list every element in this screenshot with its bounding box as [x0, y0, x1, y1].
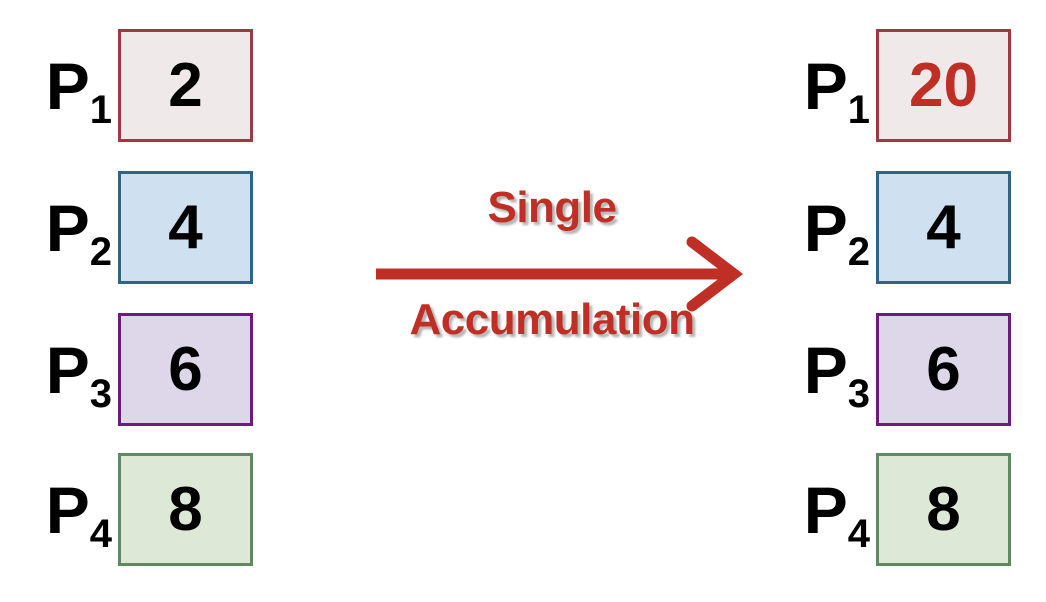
after-row-1-box[interactable]: 20 [876, 29, 1011, 142]
after-row-2-label-text: P [803, 190, 848, 265]
after-row-1-label-subscript: 1 [847, 87, 870, 132]
after-row-2-label-subscript: 2 [847, 229, 870, 274]
after-row-1-value: 20 [909, 50, 978, 120]
before-row-3-box[interactable]: 6 [118, 313, 253, 426]
before-row-4: P4 8 [10, 452, 310, 567]
before-row-1-label-text: P [45, 48, 90, 123]
before-row-1-label: P1 [10, 53, 118, 130]
before-row-1: P1 2 [10, 28, 310, 143]
before-row-2: P2 4 [10, 170, 310, 285]
after-row-4-label: P4 [768, 477, 876, 554]
before-row-3: P3 6 [10, 312, 310, 427]
before-row-2-box[interactable]: 4 [118, 171, 253, 284]
transition-label-line-2: Accumulation [409, 295, 695, 344]
before-row-2-label-text: P [45, 190, 90, 265]
before-row-2-value: 4 [168, 192, 203, 262]
after-row-2: P2 4 [768, 170, 1046, 285]
after-row-3-label-text: P [803, 332, 848, 407]
before-row-3-label: P3 [10, 337, 118, 414]
transition-group: Single Accumulation [352, 186, 752, 356]
after-row-1-label: P1 [768, 53, 876, 130]
after-row-4-value: 8 [926, 474, 961, 544]
transition-label-line-1: Single [487, 183, 617, 232]
before-row-4-value: 8 [168, 474, 203, 544]
right-arrow-icon [376, 236, 744, 312]
after-row-2-label: P2 [768, 195, 876, 272]
before-column: P1 2 P2 4 P3 6 P4 8 [10, 0, 310, 602]
after-row-2-box[interactable]: 4 [876, 171, 1011, 284]
after-row-1: P1 20 [768, 28, 1046, 143]
before-row-1-value: 2 [168, 50, 203, 120]
after-row-2-value: 4 [926, 192, 961, 262]
after-row-1-label-text: P [803, 48, 848, 123]
after-row-4-label-subscript: 4 [847, 511, 870, 556]
after-row-3-box[interactable]: 6 [876, 313, 1011, 426]
after-column: P1 20 P2 4 P3 6 P4 8 [768, 0, 1046, 602]
before-row-3-label-subscript: 3 [89, 371, 112, 416]
before-row-3-label-text: P [45, 332, 90, 407]
before-row-4-label-text: P [45, 472, 90, 547]
before-row-4-box[interactable]: 8 [118, 453, 253, 566]
before-row-4-label: P4 [10, 477, 118, 554]
after-row-3-value: 6 [926, 334, 961, 404]
after-row-3-label: P3 [768, 337, 876, 414]
before-row-1-box[interactable]: 2 [118, 29, 253, 142]
after-row-4: P4 8 [768, 452, 1046, 567]
before-row-1-label-subscript: 1 [89, 87, 112, 132]
after-row-3-label-subscript: 3 [847, 371, 870, 416]
after-row-3: P3 6 [768, 312, 1046, 427]
before-row-3-value: 6 [168, 334, 203, 404]
before-row-2-label-subscript: 2 [89, 229, 112, 274]
before-row-4-label-subscript: 4 [89, 511, 112, 556]
after-row-4-box[interactable]: 8 [876, 453, 1011, 566]
before-row-2-label: P2 [10, 195, 118, 272]
after-row-4-label-text: P [803, 472, 848, 547]
